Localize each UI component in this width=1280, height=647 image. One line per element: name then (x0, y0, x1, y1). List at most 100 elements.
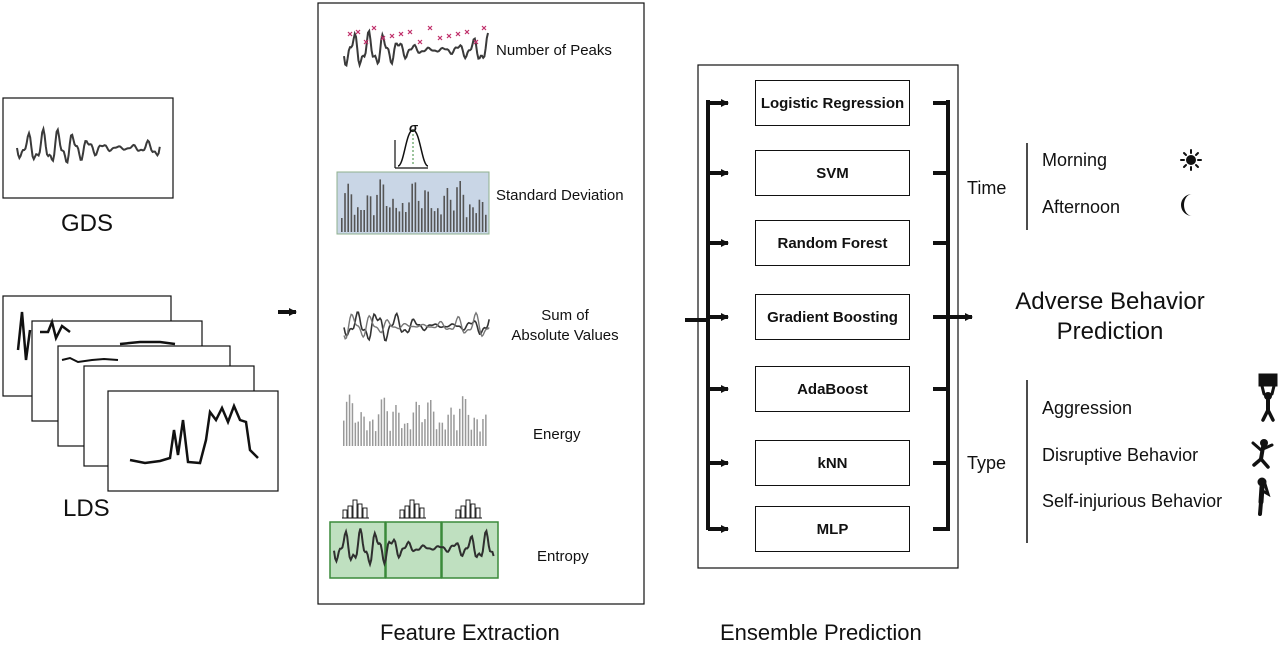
energy-bar (369, 421, 371, 446)
peak-marker (437, 35, 443, 41)
energy-bar (360, 412, 362, 446)
std-dev-bar (424, 190, 426, 232)
std-dev-bar (469, 204, 471, 232)
time-label: Time (967, 178, 1007, 198)
lds-signal-2 (40, 317, 71, 342)
peak-markers (347, 25, 487, 45)
energy-bar (464, 399, 467, 446)
energy-bar (363, 416, 365, 446)
energy-bar (366, 430, 368, 446)
peak-marker (417, 39, 423, 45)
std-dev-bar (376, 194, 378, 232)
std-dev-bar (350, 194, 353, 232)
entropy-histogram-icons (342, 499, 482, 519)
std-dev-bar (411, 183, 413, 232)
energy-bar (354, 422, 357, 446)
gds-frame (2, 97, 174, 199)
model-svm: SVM (755, 150, 910, 196)
feature-label-energy: Energy (533, 426, 581, 443)
model-input-arrows (708, 99, 729, 533)
model-gradient-boosting: Gradient Boosting (755, 294, 910, 340)
peak-marker (427, 25, 433, 31)
energy-bar (374, 431, 377, 446)
time-option-afternoon: Afternoon (1042, 197, 1121, 217)
energy-bar (403, 423, 406, 446)
energy-bar (415, 401, 417, 446)
sun-icon (1180, 149, 1202, 171)
energy-bar (459, 408, 461, 446)
std-dev-bar (456, 187, 458, 232)
feature-label-sum-abs-line2: Absolute Values (511, 327, 619, 344)
std-dev-bar (366, 195, 369, 232)
model-adaboost: AdaBoost (755, 366, 910, 412)
moon-icon (1181, 194, 1192, 216)
feature-extraction-panel (317, 2, 645, 605)
energy-bar (386, 411, 388, 446)
model-output-ticks (933, 101, 950, 531)
sum-abs-wave-a (343, 311, 490, 342)
entropy-window-3 (441, 521, 499, 579)
histogram-icon (342, 499, 369, 519)
peak-marker (355, 29, 361, 35)
std-dev-bar (421, 208, 423, 232)
energy-bar (395, 405, 397, 446)
lds-signal-5 (129, 402, 259, 465)
aggression-figure-icon (1258, 373, 1278, 422)
std-dev-bar (417, 200, 420, 232)
std-dev-bar (449, 199, 452, 232)
std-dev-bar (347, 183, 349, 232)
energy-bar (383, 397, 386, 446)
energy-bar (485, 414, 487, 446)
std-dev-bar (485, 214, 487, 232)
gds-label: GDS (61, 210, 114, 237)
energy-bar (461, 396, 464, 446)
energy-bar (401, 428, 403, 446)
feature-label-standard-deviation: Standard Deviation (496, 187, 624, 204)
self-injurious-figure-icon (1257, 477, 1271, 516)
energy-bar (345, 401, 348, 446)
std-dev-bar (437, 208, 439, 232)
histogram-icon (399, 499, 426, 519)
std-dev-bar (382, 184, 385, 232)
type-option-self-injurious-behavior: Self-injurious Behavior (1042, 491, 1223, 511)
energy-bar (348, 394, 351, 446)
std-dev-bar (392, 198, 394, 232)
energy-bar (467, 414, 470, 446)
energy-bar (430, 400, 432, 446)
lds-signal-3 (61, 356, 119, 364)
peak-marker (455, 31, 461, 37)
peak-marker (380, 35, 386, 41)
std-dev-bar (475, 213, 477, 232)
feature-label-entropy: Entropy (537, 548, 589, 565)
energy-bar (450, 407, 452, 446)
output-title-line2: Prediction (1056, 318, 1164, 345)
peak-marker (407, 29, 413, 35)
type-option-disruptive-behavior: Disruptive Behavior (1042, 445, 1199, 465)
std-dev-bar (373, 215, 375, 232)
std-dev-bar (481, 202, 484, 232)
energy-bar (482, 419, 484, 446)
energy-bar (435, 429, 438, 446)
std-dev-bar (363, 210, 365, 232)
energy-bar (447, 414, 449, 446)
energy-bar (343, 420, 345, 446)
model-knn: kNN (755, 440, 910, 486)
peak-marker (398, 31, 404, 37)
std-dev-bar (453, 210, 455, 232)
std-dev-bar (462, 194, 465, 232)
std-dev-bar (427, 191, 429, 232)
std-dev-bar (344, 193, 346, 232)
energy-bar (476, 419, 478, 446)
energy-bar (479, 431, 481, 446)
peak-marker (363, 39, 369, 45)
histogram-icon (455, 499, 482, 519)
std-dev-bar (369, 196, 372, 232)
std-dev-bar (446, 188, 449, 232)
std-dev-bar (433, 211, 436, 232)
peak-marker (464, 29, 470, 35)
energy-bar (409, 429, 412, 446)
energy-bar (412, 412, 415, 446)
std-dev-bar (360, 210, 362, 232)
std-dev-bar (465, 217, 468, 232)
std-dev-bar (385, 206, 388, 232)
